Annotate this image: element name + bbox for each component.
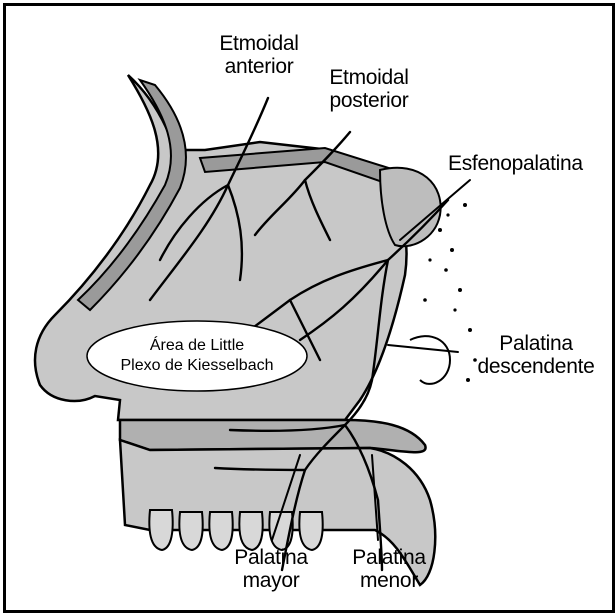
diagram-border bbox=[3, 3, 615, 613]
